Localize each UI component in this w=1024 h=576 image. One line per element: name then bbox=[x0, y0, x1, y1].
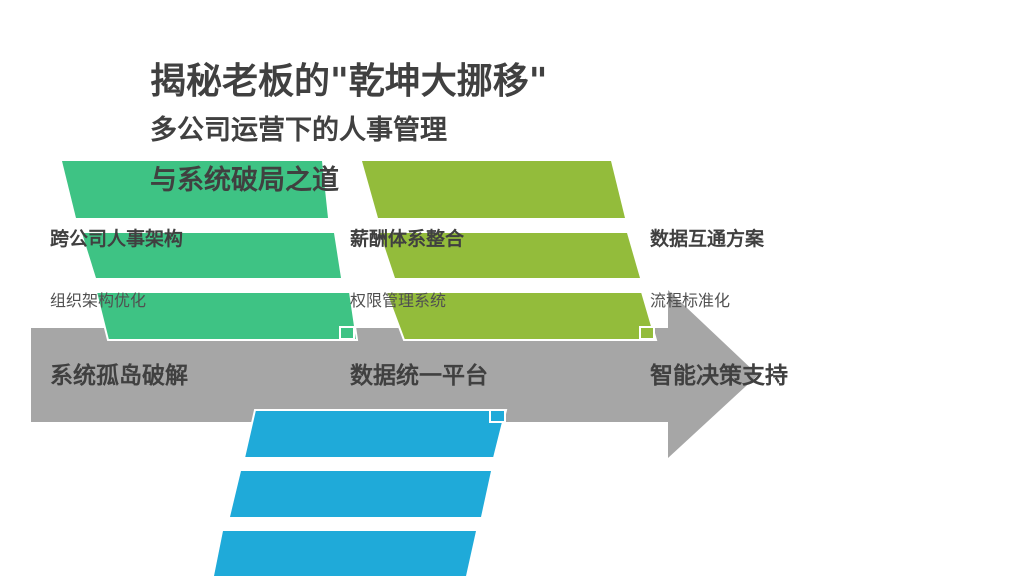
olive-corner-marker bbox=[639, 326, 655, 340]
column-3-heading: 数据互通方案 bbox=[650, 228, 765, 250]
olive-band-3 bbox=[386, 292, 656, 340]
subtitle-line-2: 与系统破局之道 bbox=[150, 165, 339, 196]
arrow-label-2: 数据统一平台 bbox=[350, 363, 488, 389]
column-1-subtext: 组织架构优化 bbox=[50, 291, 147, 310]
green-band-1 bbox=[62, 161, 328, 218]
column-2-heading: 薪酬体系整合 bbox=[350, 228, 465, 250]
green-corner-marker bbox=[339, 326, 355, 340]
green-band-2 bbox=[82, 233, 341, 278]
olive-band-1 bbox=[362, 161, 625, 218]
arrow-label-3: 智能决策支持 bbox=[650, 363, 788, 389]
blue-band-1 bbox=[244, 410, 506, 458]
column-1-heading: 跨公司人事架构 bbox=[50, 228, 184, 250]
blue-band-1-outline bbox=[242, 409, 508, 459]
green-band-3-outline bbox=[94, 291, 359, 341]
subtitle-line-1: 多公司运营下的人事管理 bbox=[150, 115, 447, 146]
green-band-3 bbox=[96, 292, 357, 340]
olive-band-3-outline bbox=[384, 291, 658, 341]
olive-band-2 bbox=[380, 233, 640, 278]
column-3-subtext: 流程标准化 bbox=[650, 291, 731, 310]
blue-band-3 bbox=[214, 531, 476, 576]
column-2-subtext: 权限管理系统 bbox=[350, 291, 447, 310]
blue-corner-marker bbox=[489, 409, 506, 423]
main-title: 揭秘老板的"乾坤大挪移" bbox=[150, 61, 548, 102]
blue-band-2 bbox=[230, 471, 491, 517]
arrow-label-1: 系统孤岛破解 bbox=[50, 363, 188, 389]
